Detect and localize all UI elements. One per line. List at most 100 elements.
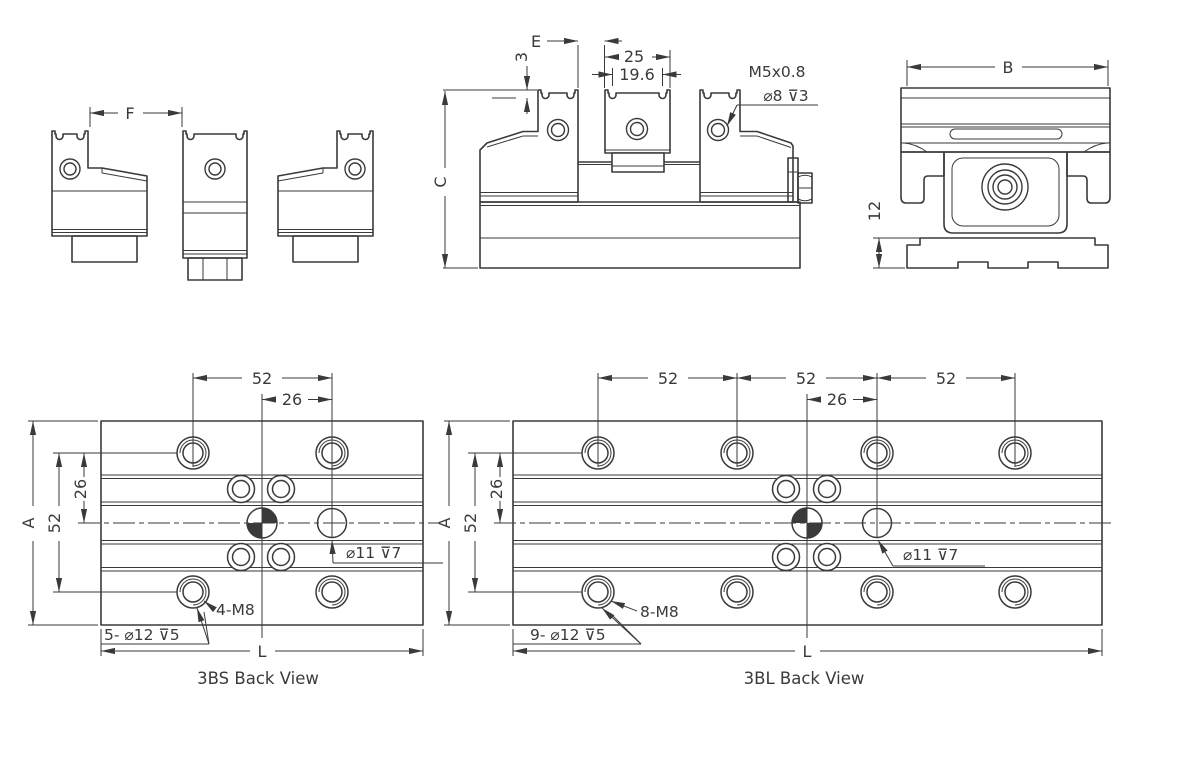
jaw-screw-hole [344, 158, 366, 180]
dimension-b-label: B [1003, 58, 1014, 77]
jaw-screw-hole [59, 158, 81, 180]
small-hole [771, 474, 801, 504]
carriage-block [943, 151, 1068, 234]
small-hole [771, 542, 801, 572]
jaw-screw-hole [546, 118, 570, 142]
dim-label: L [803, 642, 812, 661]
bs-dimension-26-top: 26 [262, 390, 332, 409]
side-slot [949, 128, 1063, 140]
bs-dimension-52-top: 52 [193, 369, 332, 388]
thread-callout: M5x0.8 ⌀8 ⊽3 [726, 63, 818, 127]
front-view: C 3 E 25 19.6 [431, 32, 818, 269]
dimension-c: C [431, 89, 537, 269]
dim-label: L [258, 642, 267, 661]
bs-back-view: 52 26 A 52 26 4-M8 [19, 369, 443, 688]
small-hole [266, 474, 296, 504]
bs-axis-lines [78, 373, 440, 638]
thread-spec-label: M5x0.8 [748, 63, 805, 81]
bs-small-holes [226, 474, 296, 572]
front-jaw-right [699, 89, 794, 203]
bl-callout-m8: 8-M8 [610, 600, 679, 621]
dimension-19-6-label: 19.6 [619, 65, 655, 84]
dimension-b: B [906, 58, 1109, 86]
dimension-f: F [89, 104, 183, 127]
callout-label: ⌀11 ⊽7 [346, 544, 401, 562]
bl-dimension-26-top: 26 [807, 390, 877, 409]
front-jaw-left [479, 89, 579, 203]
front-jaw-center [604, 89, 671, 173]
m8-hole [998, 575, 1032, 609]
m8-hole [315, 575, 349, 609]
jaw-block-middle [182, 130, 248, 281]
small-hole [812, 542, 842, 572]
dimension-step-3: 3 [492, 52, 531, 114]
bs-dimension-l: L [100, 629, 424, 661]
small-hole [226, 542, 256, 572]
small-hole [812, 474, 842, 504]
jaw-block-right [277, 130, 374, 263]
dimension-c-label: C [431, 176, 450, 187]
dim-label: 52 [461, 513, 480, 533]
bl-view-title: 3BL Back View [744, 669, 865, 688]
bs-callout-m8: 4-M8 [203, 600, 255, 619]
bs-view-title: 3BS Back View [197, 669, 319, 688]
m8-hole [720, 575, 754, 609]
bl-axis-lines [494, 373, 1114, 638]
dimension-19-6: 19.6 [592, 65, 681, 86]
bl-dimension-l: L [512, 629, 1103, 661]
rail-hook-left [900, 151, 945, 204]
guide-rail [578, 157, 813, 204]
bl-dimension-a: A [435, 420, 510, 626]
dimension-12: 12 [865, 201, 920, 269]
dimension-25: 25 [605, 47, 671, 88]
rail-hook-right [1066, 151, 1111, 204]
bs-dimension-a: A [19, 420, 98, 626]
side-base [906, 237, 1109, 269]
dim-label: 52 [252, 369, 272, 388]
bl-callout-bore: ⌀11 ⊽7 [877, 539, 985, 567]
dimension-12-label: 12 [865, 201, 884, 221]
bl-small-holes [771, 474, 842, 572]
lead-screw-bore [981, 163, 1029, 211]
callout-label: ⌀11 ⊽7 [903, 546, 958, 564]
hole-spec-label: ⌀8 ⊽3 [763, 87, 808, 105]
callout-label: 9- ⌀12 ⊽5 [530, 626, 606, 644]
small-hole [226, 474, 256, 504]
small-hole [266, 542, 296, 572]
dimension-e: E [531, 32, 622, 88]
dimension-3-label: 3 [512, 52, 531, 62]
callout-label: 4-M8 [216, 601, 255, 619]
dim-label: 26 [282, 390, 302, 409]
bl-dimension-52-chain: 52 52 52 [598, 369, 1015, 388]
bl-callout-cbore: 9- ⌀12 ⊽5 [513, 607, 642, 645]
jaw-block-left [51, 130, 148, 263]
dim-label: A [19, 517, 38, 528]
m8-hole [176, 575, 210, 609]
jaw-boss [611, 152, 665, 173]
bs-callout-bore: ⌀11 ⊽7 [329, 539, 443, 564]
dim-label: 52 [936, 369, 956, 388]
jaw-screw-hole [625, 117, 649, 141]
callout-label: 8-M8 [640, 603, 679, 621]
jaw-screw-hole [706, 118, 730, 142]
bl-dimension-52-left: 52 [461, 452, 582, 593]
dim-label: 52 [658, 369, 678, 388]
jaws-view: F [51, 104, 374, 281]
m8-hole [581, 575, 615, 609]
bl-dimension-26-left: 26 [487, 453, 506, 523]
bs-callout-cbore: 5- ⌀12 ⊽5 [101, 607, 210, 645]
dim-label: A [435, 517, 454, 528]
leader-arrow [726, 104, 738, 127]
dim-label: 52 [796, 369, 816, 388]
dim-label: 26 [827, 390, 847, 409]
bs-dimension-52-left: 52 [45, 452, 177, 593]
dim-label: 52 [45, 513, 64, 533]
bl-back-view: 52 52 52 26 A 52 [435, 369, 1114, 688]
jaw-screw-hole [204, 158, 226, 180]
dimension-e-label: E [531, 32, 541, 51]
side-body [900, 87, 1111, 269]
carriage-pocket [951, 157, 1060, 227]
dimension-25-label: 25 [624, 47, 644, 66]
